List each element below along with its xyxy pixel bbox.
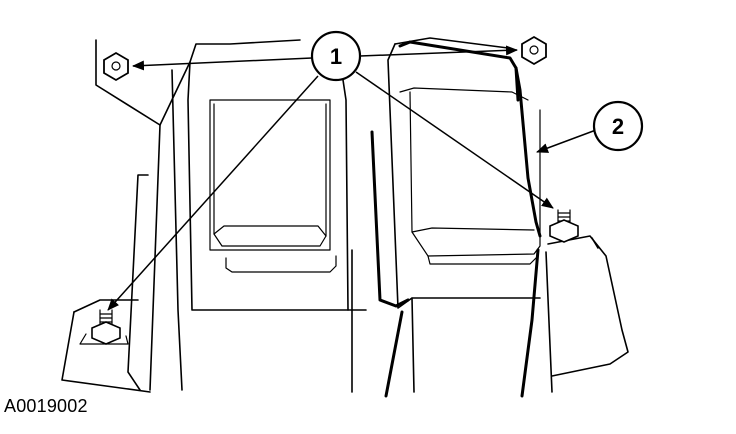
callout-1: 1	[310, 30, 362, 82]
arrow-icon	[355, 71, 554, 209]
arrow-icon	[536, 129, 597, 153]
stud-icon	[549, 209, 579, 243]
nut-icon	[521, 35, 547, 66]
arrow-icon	[359, 45, 518, 57]
stud-icon	[79, 309, 129, 345]
callout-2-number: 2	[612, 114, 624, 139]
callout-1-number: 1	[330, 44, 342, 69]
callout-2: 2	[592, 100, 644, 152]
callout-1-leaders	[107, 45, 554, 311]
arrow-icon	[132, 57, 313, 71]
bracket	[370, 40, 542, 398]
nut-icon	[103, 51, 129, 82]
figure-id-label: A0019002	[4, 396, 88, 416]
arrow-icon	[107, 75, 319, 311]
right-housing	[387, 37, 629, 393]
